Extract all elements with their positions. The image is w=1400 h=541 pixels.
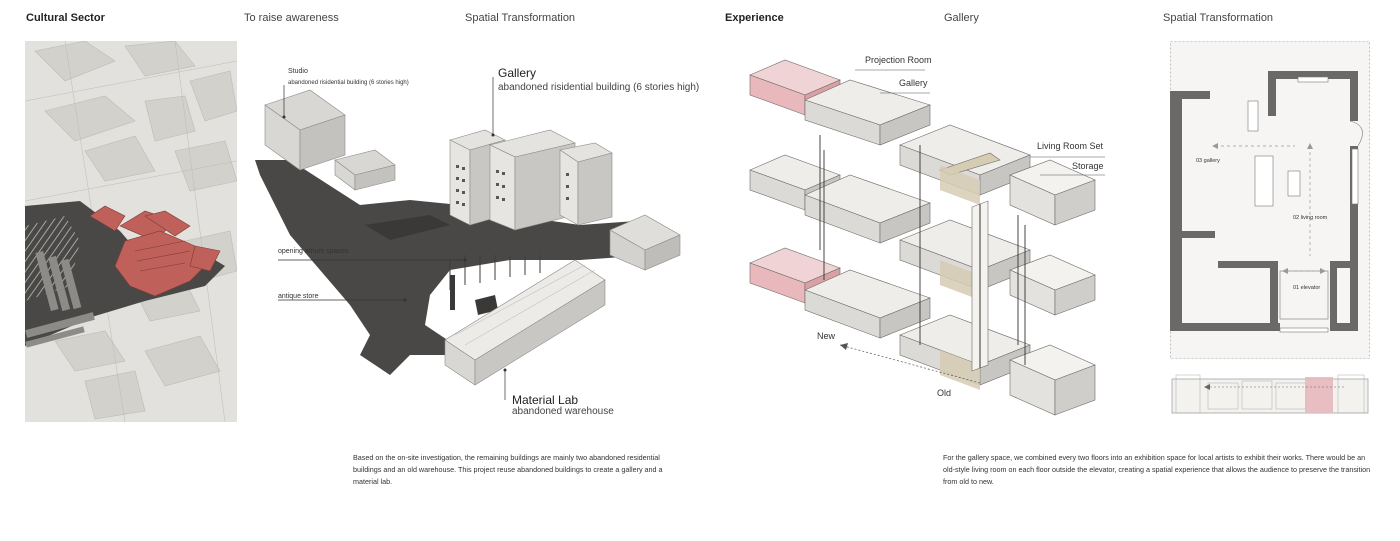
site-axonometric xyxy=(250,55,700,425)
header-raise-awareness: To raise awareness xyxy=(244,12,339,24)
new-label: New xyxy=(817,331,836,341)
antique-label: antique store xyxy=(278,293,319,300)
header-experience: Experience xyxy=(725,12,784,24)
gallery-floor-label: Gallery xyxy=(899,78,928,88)
exploded-axonometric xyxy=(740,45,1110,425)
header-spatial-transformation-2: Spatial Transformation xyxy=(1163,12,1274,24)
projection-room-label: Projection Room xyxy=(865,55,932,65)
header-cultural-sector: Cultural Sector xyxy=(26,12,105,24)
key-plan xyxy=(1170,371,1370,415)
gallery-sub-label: abandoned risidential building (6 storie… xyxy=(498,82,700,93)
studio-label: Studio xyxy=(288,68,308,75)
gallery-label: Gallery xyxy=(498,66,537,80)
header-spatial-transformation-1: Spatial Transformation xyxy=(465,12,576,24)
material-lab-label: Material Lab xyxy=(512,393,579,407)
room-living-label: 02 living room xyxy=(1293,215,1328,221)
living-room-set-label: Living Room Set xyxy=(1037,141,1104,151)
paragraph-gallery-space: For the gallery space, we combined every… xyxy=(943,453,1371,486)
room-elevator-label: 01 elevator xyxy=(1293,285,1321,291)
floor-plan xyxy=(1170,41,1370,386)
paragraph-site-investigation: Based on the on-site investigation, the … xyxy=(353,453,663,486)
old-label: Old xyxy=(937,388,952,398)
material-lab-sub-label: abandoned warehouse xyxy=(512,406,614,417)
studio-sub-label: abandoned risidential building (6 storie… xyxy=(288,80,409,86)
site-map xyxy=(24,40,238,423)
atrium-label: opening atrium spaces xyxy=(278,248,349,255)
header-gallery: Gallery xyxy=(944,12,979,24)
room-gallery-label: 03 gallery xyxy=(1196,158,1220,164)
storage-label: Storage xyxy=(1072,161,1104,171)
